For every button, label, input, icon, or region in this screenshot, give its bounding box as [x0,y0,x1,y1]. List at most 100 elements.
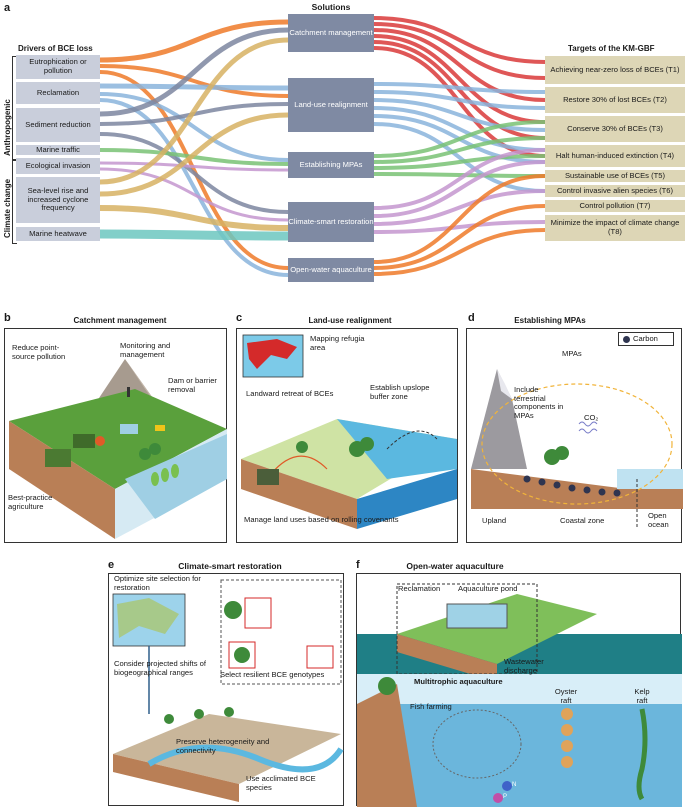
flow-solution1-target3 [373,106,546,152]
label-reduce-pollution: Reduce point-source pollution [12,343,66,361]
flow-eutrophication-landuse [99,64,289,98]
target-t1: Achieving near-zero loss of BCEs (T1) [545,56,685,84]
flow-invasion-restoration [99,167,289,222]
panel-a-letter: a [4,2,11,14]
label-landward-retreat: Landward retreat of BCEs [246,389,334,398]
target-t6: Control invasive alien species (T6) [545,185,685,197]
group-anthropogenic-label: Anthropogenic [3,99,12,156]
label-optimize-site: Optimize site selection for restoration [114,574,201,592]
label-reclamation: Reclamation [398,584,441,593]
label-oyster-raft: Oyster raft [554,687,578,705]
flow-solution1-target1 [373,90,546,110]
carbon-legend: Carbon [618,332,674,346]
drivers-header: Drivers of BCE loss [18,44,93,53]
panel-c-letter: c [236,312,243,324]
label-phosphorus: P [503,794,508,800]
flow-sealevel-catchment [99,37,289,185]
flow-eutrophication-catchment [99,19,289,63]
flow-invasion-mpas [99,161,289,172]
flow-heatwave-restoration [99,229,289,241]
label-upland: Upland [482,516,507,525]
flow-sealevel-restoration [99,205,289,231]
target-t7: Control pollution (T7) [545,200,685,212]
driver-marine-traffic: Marine traffic [16,145,100,155]
catchment-illustration [9,359,227,539]
solution-land-use: Land-use realignment [288,78,374,132]
flow-solution4-target0 [373,174,546,264]
panel-d-title: Establishing MPAs [514,316,586,325]
driver-ecological-invasion: Ecological invasion [16,158,100,174]
label-mpas: MPAs [562,349,582,358]
driver-eutrophication: Eutrophication or pollution [16,55,100,79]
flow-solution3-target2 [373,189,546,226]
flow-solution0-target0 [373,16,546,64]
flow-reclamation-mpas [99,92,289,162]
panel-f-title: Open-water aquaculture [406,561,504,571]
flow-solution4-target1 [373,204,546,270]
flow-sealevel-landuse [99,112,289,197]
label-heterogeneity: Preserve heterogeneity and connectivity [176,737,270,755]
driver-sea-level-rise: Sea-level rise and increased cyclone fre… [16,177,100,223]
label-open-ocean: Open ocean [648,511,669,529]
flow-solution2-target1 [373,136,546,164]
label-upslope-buffer: Establish upslope buffer zone [370,383,430,401]
label-mapping-refugia: Mapping refugia area [310,334,365,352]
panel-b-box [4,328,227,543]
target-t2: Restore 30% of lost BCEs (T2) [545,87,685,113]
panel-e-title: Climate-smart restoration [178,561,282,571]
label-nitrogen: N [512,782,517,788]
panel-d-box [466,328,683,543]
driver-marine-heatwave: Marine heatwave [16,227,100,241]
flow-sediment-restoration [99,132,289,214]
flow-solution0-target3 [373,34,546,124]
flow-solution2-target0 [373,120,546,158]
driver-sediment-reduction: Sediment reduction [16,108,100,142]
label-wastewater: Wastewater discharge [504,657,544,675]
targets-header: Targets of the KM-GBF [568,44,655,53]
solution-mpas: Establishing MPAs [288,152,374,178]
flow-solution2-target3 [373,172,546,178]
anthropogenic-bracket [12,56,17,160]
sankey-flows [99,16,546,277]
flow-solution3-target3 [373,220,546,234]
restoration-illustration [112,579,344,802]
label-aquaculture-pond: Aquaculture pond [458,584,518,593]
label-rolling-covenants: Manage land uses based on rolling covena… [244,515,399,524]
flow-solution1-target2 [373,98,546,132]
mpa-illustration [471,369,683,529]
label-acclimated-species: Use acclimated BCE species [246,774,316,792]
flow-solution2-target2 [373,154,546,170]
panel-c-box [236,328,458,543]
flow-solution0-target1 [373,22,546,80]
label-terrestrial-components: Include terrestrial components in MPAs [514,385,564,421]
panel-c-title: Land-use realignment [308,316,392,325]
target-t4: Halt human-induced extinction (T4) [545,145,685,167]
solution-aquaculture: Open-water aquaculture [288,258,374,282]
panel-b-letter: b [4,312,11,324]
group-climate-label: Climate change [3,178,12,238]
flow-solution4-target2 [373,228,546,276]
label-kelp-raft: Kelp raft [634,687,650,705]
flow-solution3-target0 [373,148,546,210]
aquaculture-illustration [357,583,682,807]
flow-reclamation-landuse [99,83,289,91]
solution-restoration: Climate-smart restoration [288,202,374,242]
label-fish-farming: Fish farming [410,702,452,711]
flow-solution1-target0 [373,82,546,94]
flow-solution1-target5 [373,122,546,193]
label-multitrophic: Multitrophic aquaculture [414,677,503,686]
label-dam-removal: Dam or barrier removal [168,376,217,394]
panel-e-letter: e [108,559,115,571]
label-best-practice-agriculture: Best-practice agriculture [8,493,53,511]
flow-eutrophication-aquaculture [99,70,289,270]
label-coastal-zone: Coastal zone [560,516,605,525]
driver-reclamation: Reclamation [16,82,100,104]
carbon-legend-label: Carbon [633,334,658,343]
panel-f-letter: f [356,559,360,571]
target-t5: Sustainable use of BCEs (T5) [545,170,685,182]
panel-e-box [108,573,344,806]
panel-d-letter: d [468,312,475,324]
solution-catchment: Catchment management [288,14,374,52]
flow-solution0-target2 [373,28,546,102]
target-t3: Conserve 30% of BCEs (T3) [545,116,685,142]
